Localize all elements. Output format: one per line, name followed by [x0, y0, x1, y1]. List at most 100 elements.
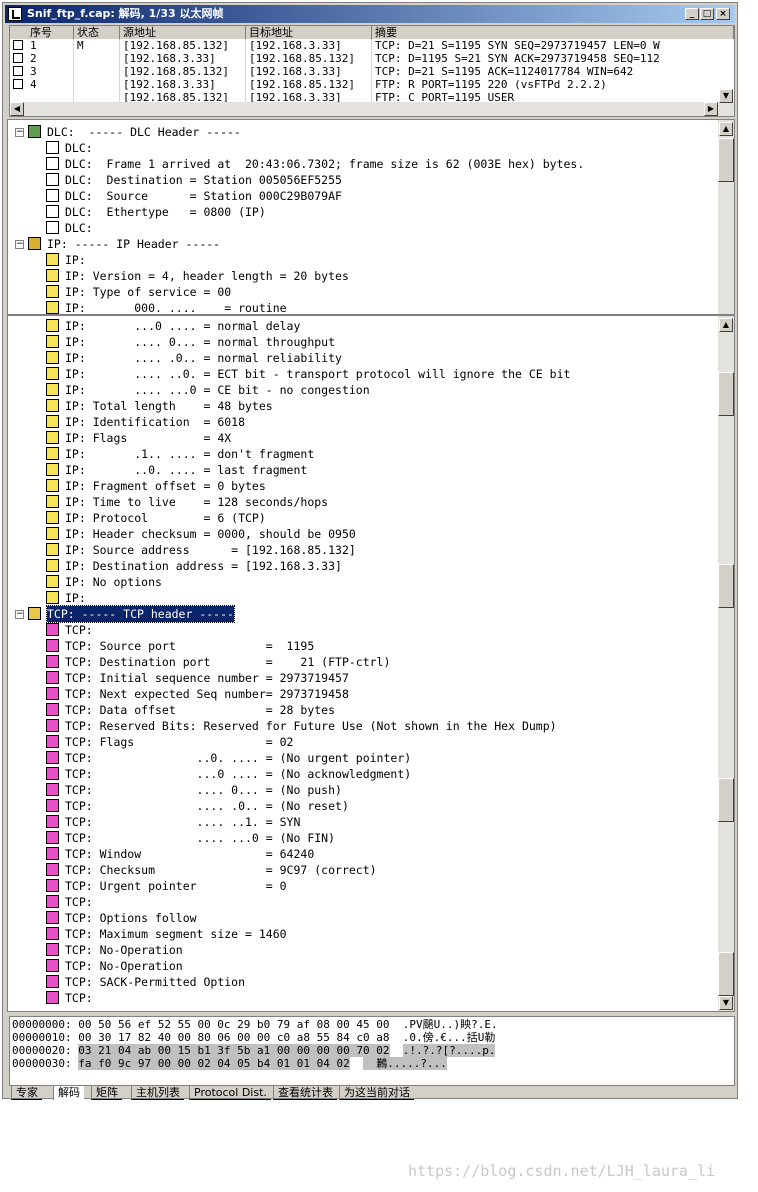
ip-folder-icon	[46, 527, 59, 540]
tab-3[interactable]: 主机列表	[131, 1086, 184, 1100]
column-header[interactable]: 序号	[27, 26, 74, 39]
tree-line-text: IP: Type of service = 00	[65, 285, 232, 299]
row-checkbox[interactable]	[13, 79, 23, 89]
column-header[interactable]: 源地址	[120, 26, 246, 39]
tree-line-text: TCP:	[65, 991, 93, 1005]
hex-dump[interactable]: 00000000: 00 50 56 ef 52 55 00 0c 29 b0 …	[9, 1016, 735, 1086]
tab-1[interactable]: 解码	[53, 1086, 84, 1100]
tree-line-text: IP: Identification = 6018	[65, 415, 246, 429]
cell-status: M	[77, 39, 84, 52]
collapse-icon[interactable]: −	[15, 609, 24, 619]
tcp-protocol-icon	[28, 607, 41, 620]
tree-line-text: TCP: .... 0... = (No push)	[65, 783, 342, 797]
decode-window: Snif_ftp_f.cap: 解码, 1/33 以太网帧 _ □ × 序号状态…	[2, 2, 738, 1100]
tab-6[interactable]: 为这当前对话	[339, 1086, 414, 1100]
collapse-icon[interactable]: −	[15, 239, 24, 249]
scroll-thumb[interactable]	[718, 778, 734, 822]
scroll-left-icon[interactable]: ◀	[10, 102, 24, 116]
ip-folder-icon	[46, 463, 59, 476]
hex-row[interactable]: 00000020: 03 21 04 ab 00 15 b1 3f 5b a1 …	[12, 1044, 496, 1057]
hex-row[interactable]: 00000010: 00 30 17 82 40 00 80 06 00 00 …	[12, 1031, 495, 1044]
tree-line-text: IP: Version = 4, header length = 20 byte…	[65, 269, 349, 283]
scroll-thumb[interactable]	[718, 138, 734, 182]
row-checkbox[interactable]	[13, 40, 23, 50]
scroll-down-icon[interactable]: ▼	[719, 996, 733, 1010]
tree-line-text: TCP: Next expected Seq number= 297371945…	[65, 687, 349, 701]
hex-bytes: fa f0 9c 97 00 00 02 04 05 b4 01 01 04 0…	[78, 1057, 350, 1070]
tree-line-text: IP: .... ...0 = CE bit - no congestion	[65, 383, 370, 397]
scroll-up-icon[interactable]: ▲	[719, 122, 733, 136]
tree-line-text: TCP: ----- TCP header -----	[46, 605, 235, 623]
column-header[interactable]: 摘要	[372, 26, 734, 39]
cell-dst: [192.168.3.33]	[249, 39, 342, 52]
scroll-right-icon[interactable]: ▶	[704, 102, 718, 116]
tree-line-text: IP:	[65, 591, 86, 605]
decode-top-scrollbar[interactable]: ▲	[718, 120, 734, 314]
ip-protocol-icon	[28, 237, 41, 250]
hex-row[interactable]: 00000000: 00 50 56 ef 52 55 00 0c 29 b0 …	[12, 1018, 498, 1031]
hex-row[interactable]: 00000030: fa f0 9c 97 00 00 02 04 05 b4 …	[12, 1057, 447, 1070]
table-row[interactable]: 3[192.168.85.132][192.168.3.33]TCP: D=21…	[10, 65, 734, 78]
column-header[interactable]: 目标地址	[246, 26, 372, 39]
tree-line-text: TCP: Window = 64240	[65, 847, 315, 861]
tcp-folder-icon	[46, 927, 59, 940]
scroll-thumb[interactable]	[718, 564, 734, 608]
tree-line-text: TCP: .... ...0 = (No FIN)	[65, 831, 336, 845]
ip-folder-icon	[46, 431, 59, 444]
tab-2[interactable]: 矩阵	[91, 1086, 122, 1100]
scroll-thumb[interactable]	[718, 952, 734, 996]
table-row[interactable]: 4[192.168.3.33][192.168.85.132]FTP: R PO…	[10, 78, 734, 91]
scroll-thumb[interactable]	[718, 372, 734, 416]
tab-5[interactable]: 查看统计表	[273, 1086, 337, 1100]
tree-line-text: IP: ...0 .... = normal delay	[65, 319, 301, 333]
cell-status	[77, 65, 120, 78]
collapse-icon[interactable]: −	[15, 127, 24, 137]
packet-list-hscrollbar[interactable]: ◀▶	[10, 102, 734, 116]
column-divider	[371, 39, 372, 103]
tab-4[interactable]: Protocol Dist.	[189, 1086, 271, 1100]
ip-folder-icon	[46, 301, 59, 314]
hex-ascii: .0.傍.€...括U勒	[402, 1031, 496, 1044]
tcp-folder-icon	[46, 767, 59, 780]
table-row[interactable]: 2[192.168.3.33][192.168.85.132]TCP: D=11…	[10, 52, 734, 65]
tree-line-text: TCP: SACK-Permitted Option	[65, 975, 246, 989]
decode-bottom-scrollbar[interactable]: ▲ ▼	[718, 316, 734, 1011]
cell-no: 1	[30, 39, 37, 52]
tcp-folder-icon	[46, 623, 59, 636]
document-icon	[46, 173, 59, 186]
ip-folder-icon	[46, 559, 59, 572]
table-row[interactable]: [192.168.85.132][192.168.3.33]FTP: C POR…	[10, 91, 734, 104]
tree-line-text: DLC: Ethertype = 0800 (IP)	[65, 205, 266, 219]
column-header[interactable]: 状态	[74, 26, 120, 39]
tree-line-text: DLC: ----- DLC Header -----	[47, 125, 241, 139]
hex-bytes: 03 21 04 ab 00 15 b1 3f 5b a1 00 00 00 0…	[78, 1044, 390, 1057]
scroll-down-icon[interactable]: ▼	[719, 89, 733, 103]
decode-tree-top[interactable]: ▲ −DLC: ----- DLC Header -----DLC:DLC: F…	[7, 119, 735, 315]
tree-line-text: TCP: Destination port = 21 (FTP-ctrl)	[65, 655, 391, 669]
row-checkbox[interactable]	[13, 66, 23, 76]
ip-folder-icon	[46, 495, 59, 508]
title-bar[interactable]: Snif_ftp_f.cap: 解码, 1/33 以太网帧 _ □ ×	[5, 5, 735, 23]
scroll-up-icon[interactable]: ▲	[719, 318, 733, 332]
tab-0[interactable]: 专家	[11, 1086, 42, 1100]
row-checkbox[interactable]	[13, 53, 23, 63]
ip-folder-icon	[46, 285, 59, 298]
ip-folder-icon	[46, 575, 59, 588]
packet-list[interactable]: 序号状态源地址目标地址摘要 1 M [192.168.85.132][192.168.…	[9, 25, 735, 117]
view-tabs[interactable]: 专家解码矩阵主机列表 Protocol Dist.查看统计表为这当前对话	[9, 1086, 735, 1100]
hex-ascii: .PV颶U..)眏?.E.	[402, 1018, 498, 1031]
tree-line-text: TCP: Reserved Bits: Reserved for Future …	[65, 719, 557, 733]
document-icon	[46, 157, 59, 170]
tcp-folder-icon	[46, 639, 59, 652]
ip-folder-icon	[46, 335, 59, 348]
cell-no: 4	[30, 78, 37, 91]
tree-line-text: TCP: ...0 .... = (No acknowledgment)	[65, 767, 412, 781]
close-button[interactable]: ×	[716, 8, 730, 20]
app-icon	[8, 7, 22, 21]
tcp-folder-icon	[46, 975, 59, 988]
ip-folder-icon	[46, 479, 59, 492]
maximize-button[interactable]: □	[700, 8, 714, 20]
minimize-button[interactable]: _	[685, 8, 699, 20]
